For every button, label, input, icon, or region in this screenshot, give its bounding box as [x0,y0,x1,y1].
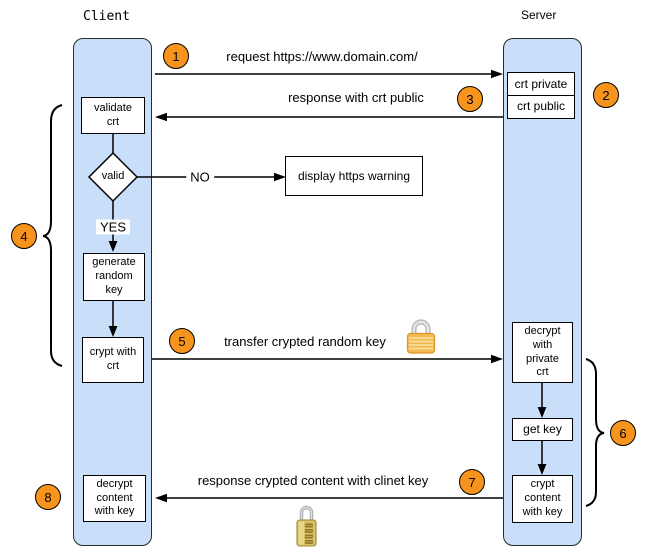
server-lane-title: Server [521,8,557,22]
step-6-badge: 6 [610,420,636,446]
valid-decision-label: valid [101,170,125,182]
get-key-node: get key [512,418,573,441]
response-content-message-label: response crypted content with clinet key [197,473,429,488]
response-content-arrowhead [155,493,167,503]
decrypt-with-private-crt-node: decrypt with private crt [512,322,573,383]
validate-crt-node: validate crt [81,97,145,134]
request-message-label: request https://www.domain.com/ [226,49,418,64]
step-1-badge: 1 [163,43,189,69]
yes-branch-label: YES [95,219,131,235]
client-lane-title: Client [83,9,130,24]
transfer-key-message-label: transfer crypted random key [224,334,386,349]
transfer-key-arrowhead [491,354,503,364]
server-steps-brace [585,358,605,507]
no-branch-label: NO [186,169,214,185]
combination-padlock-icon [293,501,320,553]
response-public-message-label: response with crt public [288,90,424,105]
display-https-warning-node: display https warning [285,156,423,196]
step-3-badge: 3 [457,86,483,112]
step-2-badge: 2 [593,82,619,108]
step-7-badge: 7 [459,469,485,495]
decrypt-content-with-key-node: decrypt content with key [83,475,146,522]
crypt-content-with-key-node: crypt content with key [512,475,573,523]
generate-random-key-node: generate random key [83,253,145,301]
step-8-badge: 8 [35,484,61,510]
step-4-badge: 4 [11,223,37,249]
closed-padlock-icon [404,317,438,359]
client-steps-brace [42,104,63,367]
response-public-arrowhead [155,112,167,122]
crypt-with-crt-node: crypt with crt [82,337,144,383]
request-arrowhead [491,69,503,79]
crt-private-node: crt private [507,72,575,96]
crt-public-node: crt public [507,94,575,119]
step-5-badge: 5 [169,328,195,354]
